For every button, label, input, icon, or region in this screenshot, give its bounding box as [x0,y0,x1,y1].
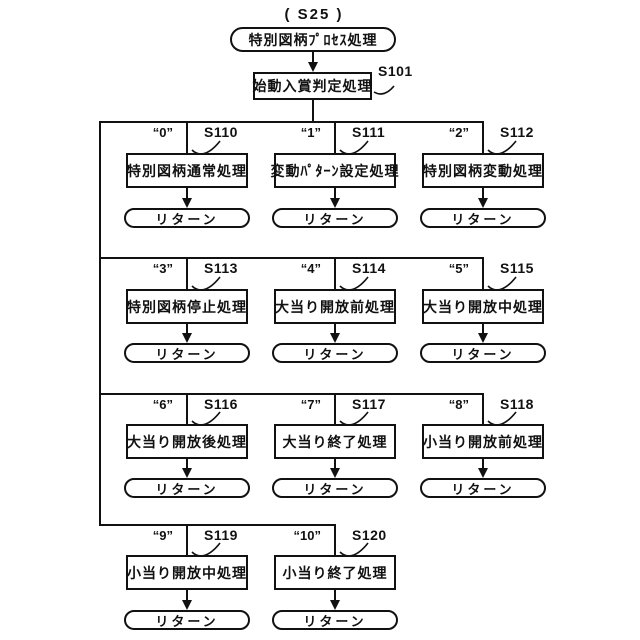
process-box: 小当り開放前処理 [422,424,544,459]
process-box: 変動ﾊﾟﾀｰﾝ設定処理 [271,153,399,188]
branch-value-label: “6” [152,397,173,412]
process-box: 大当り開放後処理 [126,424,248,459]
branch-value-label: “9” [152,528,173,543]
branch-value-label: “2” [448,125,469,140]
return-terminator: リターン [272,343,398,363]
return-terminator: リターン [124,478,250,498]
step-label-s115: S115 [500,260,534,276]
return-terminator: リターン [272,610,398,630]
return-terminator: リターン [420,478,546,498]
step-label-s119: S119 [204,527,238,543]
branch-value-label: “5” [448,261,469,276]
step-label-s101: S101 [378,63,413,79]
step-label-s114: S114 [352,260,386,276]
entry-step-label: ( S25 ) [284,6,344,23]
step-label-s120: S120 [352,527,387,543]
return-terminator: リターン [420,343,546,363]
start-terminator: 特別図柄ﾌﾟﾛｾｽ処理 [230,27,396,52]
branch-value-label: “7” [300,397,321,412]
branch-value-label: “1” [300,125,321,140]
process-box: 特別図柄通常処理 [126,153,248,188]
step-label-s117: S117 [352,396,386,412]
process-box: 大当り終了処理 [274,424,396,459]
return-terminator: リターン [124,610,250,630]
process-box: 小当り開放中処理 [126,555,248,590]
return-terminator: リターン [272,478,398,498]
return-terminator: リターン [124,208,250,228]
step-label-s111: S111 [352,124,386,140]
process-box: 大当り開放前処理 [274,289,396,324]
branch-value-label: “3” [152,261,173,276]
flow-lines [99,51,484,602]
return-terminator: リターン [272,208,398,228]
branch-value-label: “8” [448,397,469,412]
process-box: 特別図柄変動処理 [422,153,544,188]
process-box: 小当り終了処理 [274,555,396,590]
process-box-judge: 始動入賞判定処理 [253,72,372,100]
process-box: 特別図柄停止処理 [126,289,248,324]
step-label-s113: S113 [204,260,238,276]
branch-value-label: “10” [293,528,321,543]
step-label-s112: S112 [500,124,534,140]
return-terminator: リターン [420,208,546,228]
step-label-s118: S118 [500,396,534,412]
arrowheads [182,62,488,610]
process-box: 大当り開放中処理 [422,289,544,324]
step-label-s116: S116 [204,396,238,412]
step-label-s110: S110 [204,124,238,140]
return-terminator: リターン [124,343,250,363]
branch-value-label: “4” [300,261,321,276]
branch-value-label: “0” [152,125,173,140]
